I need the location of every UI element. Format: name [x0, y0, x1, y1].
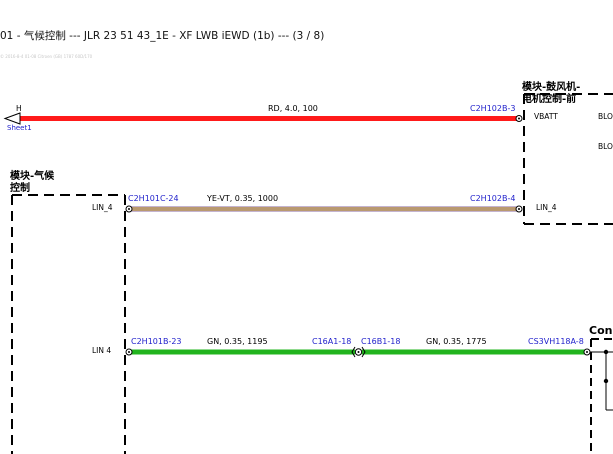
wire-gn[interactable]: C2H101B-23 GN, 0.35, 1195 C16A1-18 C16B1… — [125, 337, 606, 358]
blo-label-2: BLO — [598, 142, 613, 151]
con-module-label: Con — [589, 324, 612, 337]
wire-gn-spec-b: GN, 0.35, 1775 — [426, 337, 487, 346]
sheet-link[interactable]: Sheet1 — [7, 124, 32, 132]
sheet-arrow-icon[interactable] — [3, 112, 21, 125]
pin-lin4-climate-label-2: LIN 4 — [92, 346, 111, 355]
wire-red[interactable]: H Sheet1 RD, 4.0, 100 C2H102B-3 — [3, 104, 523, 132]
blower-module-label-1: 模块-鼓风机- — [522, 80, 580, 93]
climate-module-label-2: 控制 — [10, 181, 30, 194]
page-title: 01 - 气候控制 --- JLR 23 51 43_1E - XF LWB i… — [0, 30, 325, 42]
wire-red-left-label: H — [16, 104, 22, 113]
pin-lin4-climate-label: LIN_4 — [92, 203, 113, 212]
inline-connector-left-icon — [351, 346, 356, 358]
connector-c16b1-18[interactable]: C16B1-18 — [361, 337, 400, 346]
con-module[interactable]: Con — [589, 324, 613, 454]
blower-module-label-2: 电机控制-前 — [522, 92, 576, 105]
climate-module-label-1: 模块-气候 — [10, 169, 55, 182]
connector-c16a1-18[interactable]: C16A1-18 — [312, 337, 351, 346]
blower-module[interactable]: 模块-鼓风机- 电机控制-前 VBATT LIN_4 BLO BLO — [522, 80, 613, 225]
pin-lin4-blower-label: LIN_4 — [536, 203, 557, 212]
wire-ye-vt-spec: YE-VT, 0.35, 1000 — [206, 194, 278, 203]
wire-ye-vt[interactable]: C2H101C-24 YE-VT, 0.35, 1000 C2H102B-4 — [125, 194, 523, 213]
connector-cs3vh118a-8[interactable]: CS3VH118A-8 — [528, 337, 584, 346]
connector-c2h101c-24[interactable]: C2H101C-24 — [128, 194, 179, 203]
inline-connector-right-icon — [361, 346, 366, 358]
pin-vbatt-label: VBATT — [534, 112, 558, 121]
climate-module[interactable]: 模块-气候 控制 LIN_4 LIN 4 — [10, 169, 126, 454]
connector-c2h102b-3[interactable]: C2H102B-3 — [470, 104, 515, 113]
splice-dot-2 — [603, 378, 609, 384]
connector-c2h102b-4[interactable]: C2H102B-4 — [470, 194, 515, 203]
blo-label-1: BLO — [598, 112, 613, 121]
page-subtitle: © 2016-8-4 01-08 Citroen (GB) 1787 60D/1… — [0, 54, 93, 59]
connector-c2h101b-23[interactable]: C2H101B-23 — [131, 337, 182, 346]
wire-red-spec: RD, 4.0, 100 — [268, 104, 318, 113]
wire-gn-spec-a: GN, 0.35, 1195 — [207, 337, 268, 346]
